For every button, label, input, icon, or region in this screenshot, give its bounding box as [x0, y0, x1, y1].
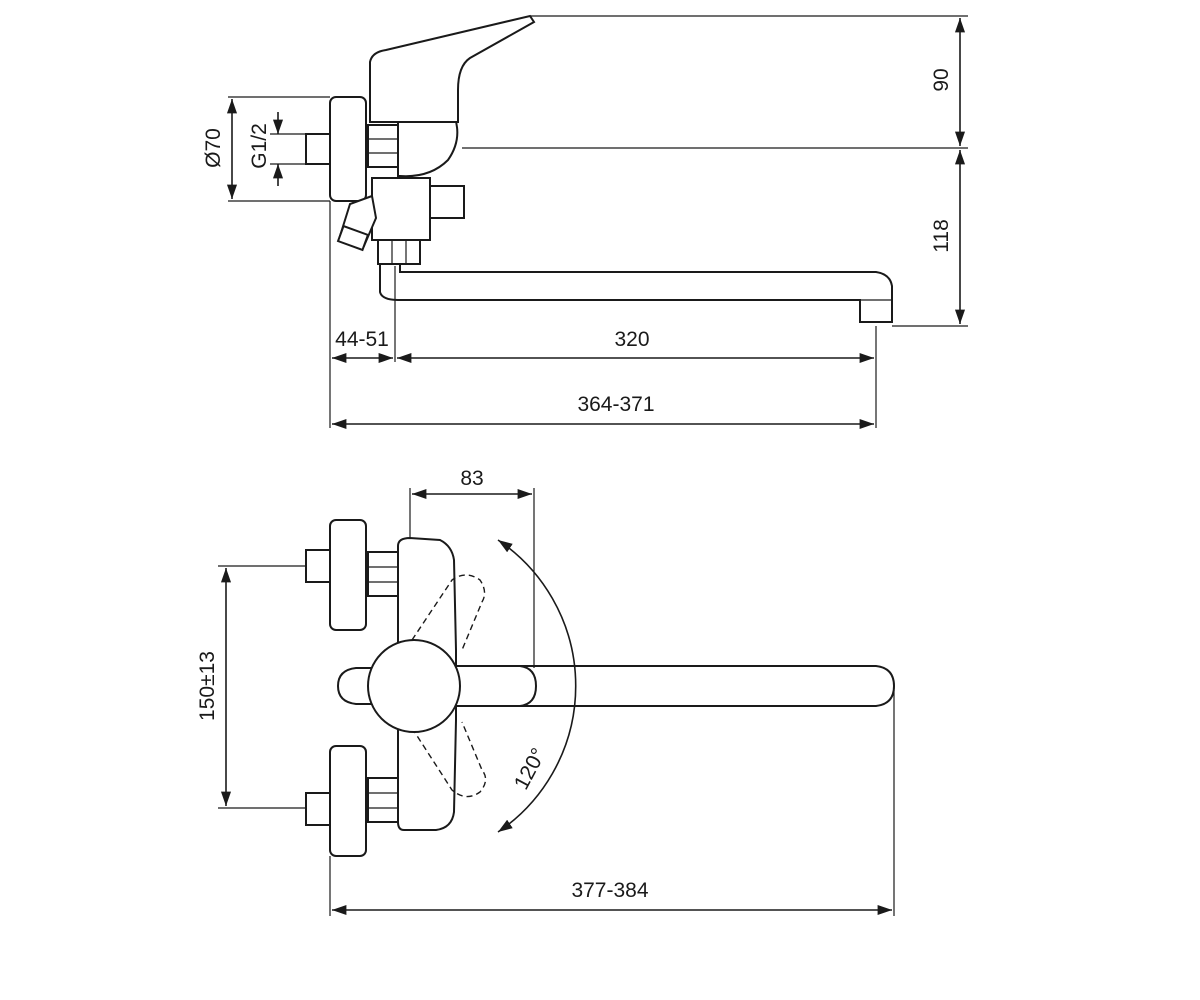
lever-ghost-upper	[411, 574, 486, 651]
dim-wall-offset: 44-51	[335, 328, 389, 351]
top-view: 83 150±13 120° 377-384	[196, 467, 896, 916]
upper-nut	[367, 551, 399, 597]
top-spout	[449, 665, 896, 707]
upper-pipe	[305, 549, 331, 583]
diverter-knob	[429, 185, 465, 219]
lower-nut	[367, 777, 399, 823]
cartridge-cap	[367, 639, 461, 733]
mixer-body	[397, 117, 459, 178]
dim-body-diameter: Ø70	[202, 128, 225, 168]
diverter-block	[371, 177, 431, 241]
lower-pipe	[305, 792, 331, 826]
hex-nut	[367, 124, 399, 168]
connection-pipe	[305, 133, 331, 165]
dim-overall-length: 364-371	[577, 393, 654, 416]
lever-ghost-lower	[411, 721, 487, 798]
dim-inlet-spacing: 150±13	[196, 651, 219, 721]
dim-spout-reach: 320	[614, 328, 649, 351]
dim-connection-thread: G1/2	[248, 123, 271, 169]
dim-lever-length: 83	[460, 467, 483, 490]
lower-flange	[329, 745, 367, 857]
side-view: 90 118 Ø70 G1/2 44-51 320 364-371	[202, 14, 968, 430]
wall-flange	[329, 96, 367, 202]
dim-handle-height: 90	[930, 68, 953, 91]
spout-nut	[377, 239, 421, 265]
swivel-arc	[497, 539, 577, 833]
dim-overall-length-top: 377-384	[571, 879, 648, 902]
dim-outlet-height: 118	[930, 219, 953, 252]
spout	[379, 263, 893, 323]
upper-flange	[329, 519, 367, 631]
lever-handle	[369, 14, 536, 123]
